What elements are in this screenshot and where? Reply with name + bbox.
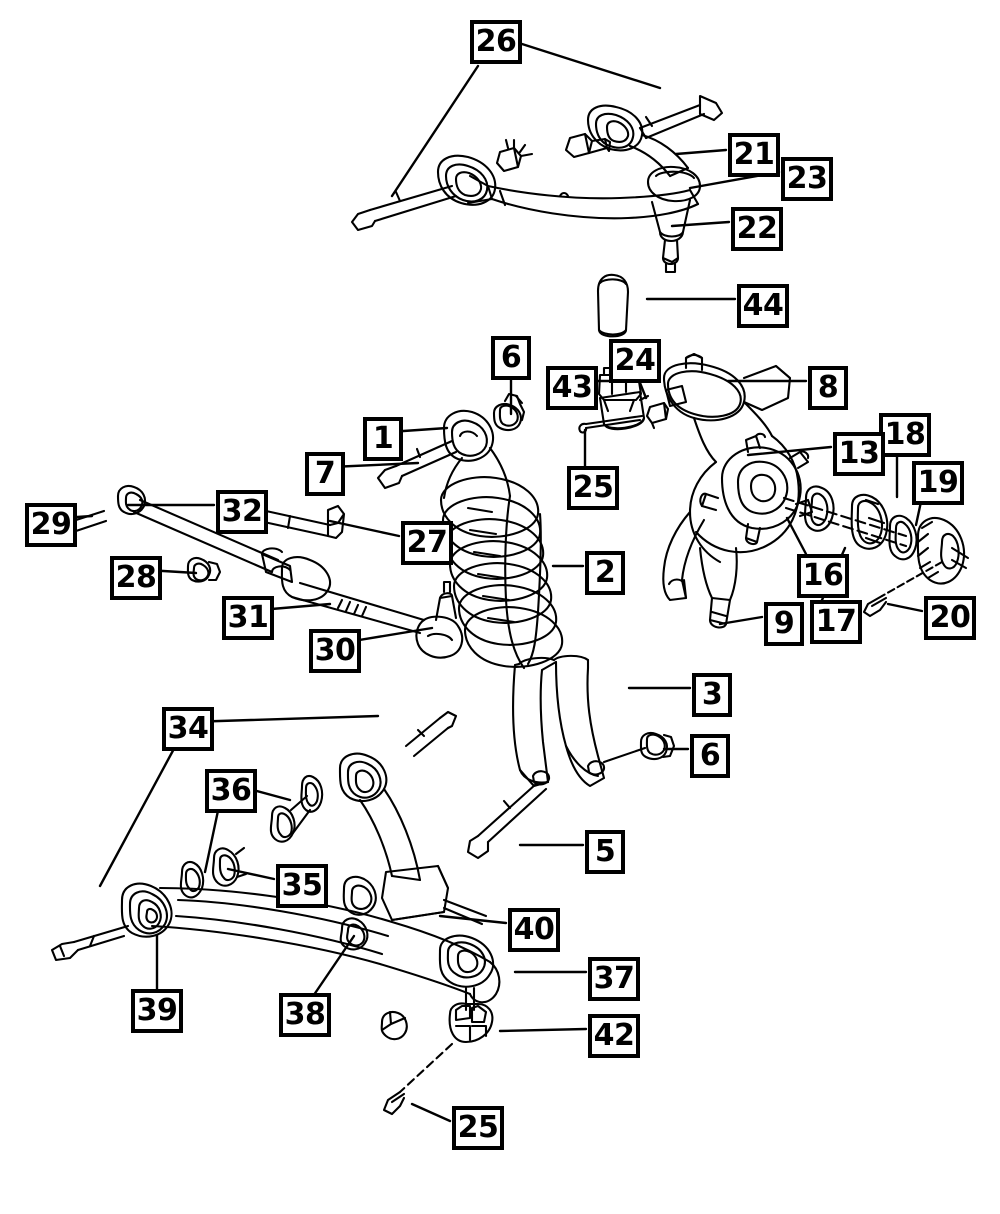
callout-28[interactable]: 28 (110, 556, 162, 600)
callout-42[interactable]: 42 (588, 1014, 640, 1058)
callout-9[interactable]: 9 (764, 602, 804, 646)
callout-37[interactable]: 37 (588, 957, 640, 1001)
callout-19[interactable]: 19 (912, 461, 964, 505)
callout-3[interactable]: 3 (692, 673, 732, 717)
leader-lines (61, 42, 927, 1123)
lower-control-arm-group (50, 710, 501, 1116)
callout-32[interactable]: 32 (216, 490, 268, 534)
callout-36[interactable]: 36 (205, 769, 257, 813)
callout-38[interactable]: 38 (279, 993, 331, 1037)
callout-34[interactable]: 34 (162, 707, 214, 751)
callout-24[interactable]: 24 (609, 339, 661, 383)
callout-22[interactable]: 22 (731, 207, 783, 251)
jounce-bumper-44 (596, 273, 630, 338)
callout-26[interactable]: 26 (470, 20, 522, 64)
bearing-stack-group (782, 485, 970, 618)
steering-knuckle-group (578, 352, 814, 629)
callout-6-upper[interactable]: 6 (491, 336, 531, 380)
callout-30[interactable]: 30 (309, 629, 361, 673)
callout-17[interactable]: 17 (810, 600, 862, 644)
callout-39[interactable]: 39 (131, 989, 183, 1033)
callout-21[interactable]: 21 (728, 133, 780, 177)
callout-44[interactable]: 44 (737, 284, 789, 328)
callout-7[interactable]: 7 (305, 452, 345, 496)
callout-25-upper[interactable]: 25 (567, 466, 619, 510)
callout-5[interactable]: 5 (585, 830, 625, 874)
callout-6-lower[interactable]: 6 (690, 734, 730, 778)
callout-23[interactable]: 23 (781, 157, 833, 201)
tie-rod-group (60, 484, 464, 659)
coil-over-shock-group (376, 392, 564, 670)
callout-25-lower[interactable]: 25 (452, 1106, 504, 1150)
callout-8[interactable]: 8 (808, 366, 848, 410)
callout-43[interactable]: 43 (546, 366, 598, 410)
callout-27[interactable]: 27 (401, 521, 453, 565)
upper-control-arm-group (350, 94, 724, 274)
callout-40[interactable]: 40 (508, 908, 560, 952)
callout-20[interactable]: 20 (924, 596, 976, 640)
callout-31[interactable]: 31 (222, 596, 274, 640)
callout-16[interactable]: 16 (797, 554, 849, 598)
callout-2[interactable]: 2 (585, 551, 625, 595)
callout-1[interactable]: 1 (363, 417, 403, 461)
callout-18[interactable]: 18 (879, 413, 931, 457)
shock-fork-3 (466, 654, 676, 860)
callout-13[interactable]: 13 (833, 432, 885, 476)
callout-35[interactable]: 35 (276, 864, 328, 908)
callout-29[interactable]: 29 (25, 503, 77, 547)
